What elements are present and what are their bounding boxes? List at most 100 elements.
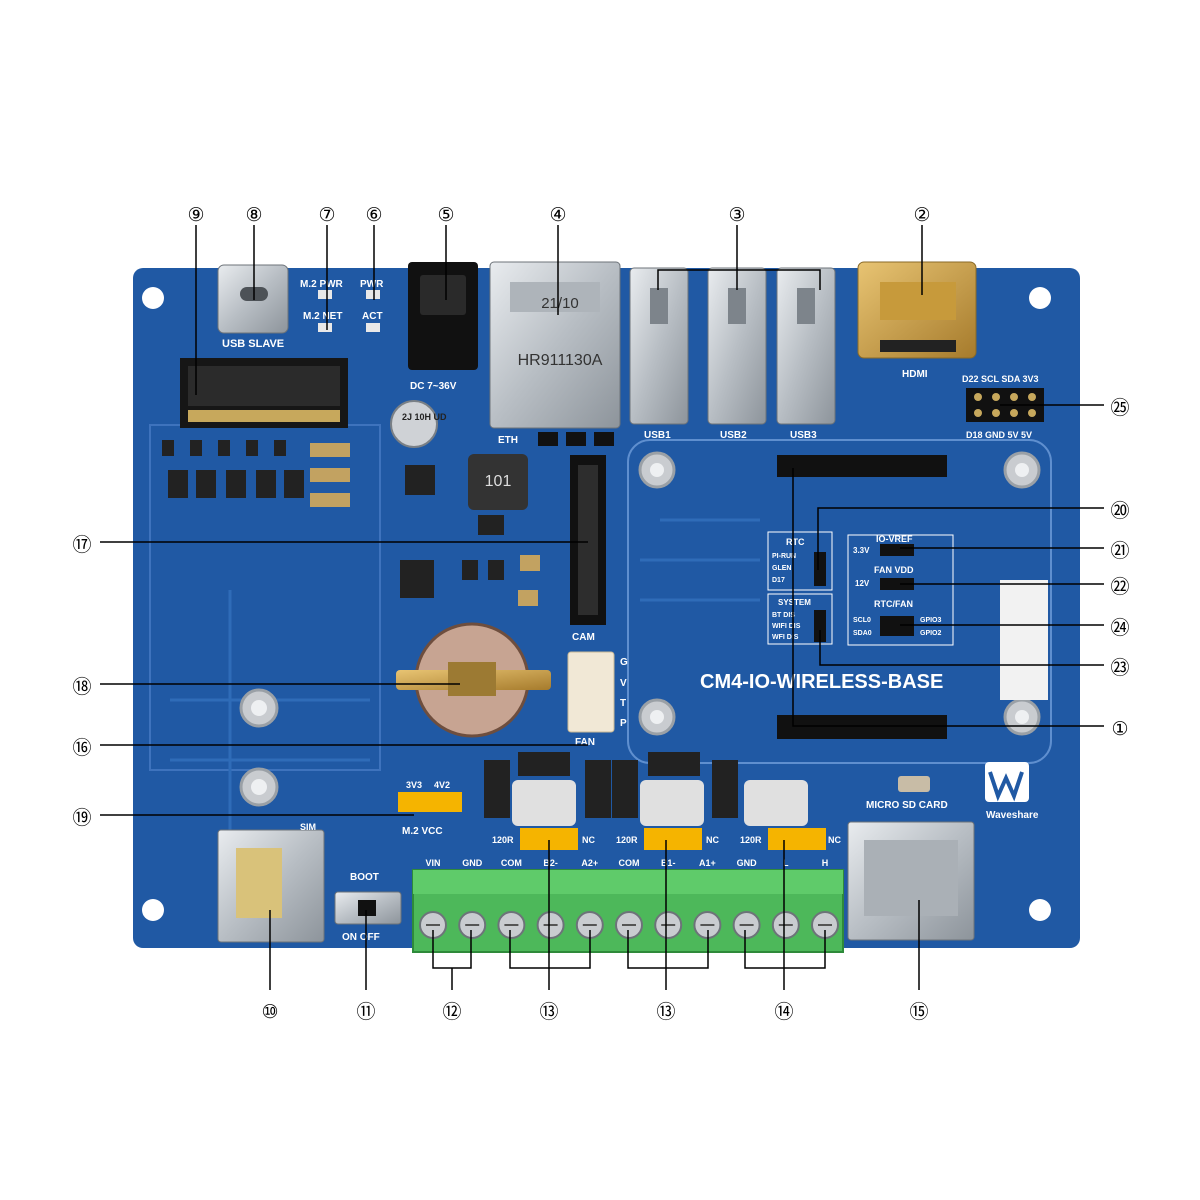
usb3-label: USB3 xyxy=(790,430,817,441)
callout-12: ⑫ xyxy=(442,1001,461,1023)
sim-label: SIM xyxy=(300,822,316,832)
callout-10: ⑩ xyxy=(261,1001,278,1023)
waveshare-text: Waveshare xyxy=(986,810,1039,821)
pcb-board xyxy=(133,268,1080,948)
callout-13b: ⑬ xyxy=(656,1001,675,1023)
callouts: ⑨ ⑧ ⑦ ⑥ ⑤ ④ ③ ② ㉕ ⑳ ㉑ ㉒ ㉔ ㉓ ① ⑰ ⑱ ⑯ ⑲ ⑩ … xyxy=(72,204,1129,1023)
terminal-label: COM xyxy=(619,858,640,868)
nc-label-1: NC xyxy=(582,835,595,845)
ethernet-port xyxy=(489,261,621,429)
waveshare-logo xyxy=(985,762,1029,802)
fan-vdd-label: FAN VDD xyxy=(874,565,914,575)
callout-11: ⑪ xyxy=(356,1001,375,1023)
usb2-label: USB2 xyxy=(720,430,747,441)
termination-jumpers xyxy=(520,828,826,850)
protection-components xyxy=(484,752,808,826)
m2-pwr-label: M.2 PWR xyxy=(300,279,344,290)
system-pin-2: WIFI DIS xyxy=(772,623,801,630)
callout-14: ⑭ xyxy=(774,1001,793,1023)
callout-21: ㉑ xyxy=(1110,540,1129,562)
terminal-label: A1+ xyxy=(699,858,716,868)
antenna-keepout xyxy=(1000,580,1048,700)
smd-components xyxy=(162,440,540,606)
rtc-label: RTC xyxy=(786,537,805,547)
fan-label: FAN xyxy=(575,737,595,748)
m2-vcc-jumper xyxy=(398,792,462,812)
inductor-label: 101 xyxy=(485,473,512,490)
fan-pin-g: G xyxy=(620,657,628,668)
fan-pin-v: V xyxy=(620,678,627,689)
v4v2-label: 4V2 xyxy=(434,780,450,790)
callout-5: ⑤ xyxy=(437,204,454,226)
micro-sd-label: MICRO SD CARD xyxy=(866,800,948,811)
boot-label: BOOT xyxy=(350,872,379,883)
callout-4: ④ xyxy=(549,204,566,226)
terminal-label: B1- xyxy=(661,858,676,868)
callout-9: ⑨ xyxy=(187,204,204,226)
callout-3: ③ xyxy=(728,204,745,226)
r120-label-2: 120R xyxy=(616,835,638,845)
hdmi-port xyxy=(857,261,977,359)
rj45-code: HR911130A xyxy=(518,352,603,369)
callout-16: ⑯ xyxy=(72,737,91,759)
scl0-label: SCL0 xyxy=(853,617,871,624)
usb1-label: USB1 xyxy=(644,430,671,441)
callout-13a: ⑬ xyxy=(539,1001,558,1023)
v12-label: 12V xyxy=(855,579,870,588)
callout-8: ⑧ xyxy=(245,204,262,226)
system-pin-1: BT DIS xyxy=(772,612,795,619)
fan-pin-t: T xyxy=(620,698,626,709)
camera-connector xyxy=(570,455,606,625)
gpio2-label: GPIO2 xyxy=(920,630,942,637)
rtc-jumper xyxy=(767,531,833,591)
usb-slave-label: USB SLAVE xyxy=(222,338,284,350)
sim-slot xyxy=(217,829,325,943)
eth-label: ETH xyxy=(498,435,518,446)
fan-pin-p: P xyxy=(620,718,627,729)
callout-25: ㉕ xyxy=(1110,397,1129,419)
usb-slave-connector xyxy=(217,264,289,334)
m2-vcc-label: M.2 VCC xyxy=(402,826,443,837)
mounting-holes xyxy=(142,287,1051,921)
m2-slot xyxy=(180,358,348,428)
nc-label-2: NC xyxy=(706,835,719,845)
usb-a-ports xyxy=(629,267,836,425)
act-label: ACT xyxy=(362,311,383,322)
v33-label: 3.3V xyxy=(853,546,870,555)
terminal-label: GND xyxy=(737,858,758,868)
rtc-fan-label: RTC/FAN xyxy=(874,599,913,609)
system-pin-3: WFI DIS xyxy=(772,634,799,641)
rtc-battery-holder xyxy=(396,622,551,738)
callout-7: ⑦ xyxy=(318,204,335,226)
terminal-label: H xyxy=(822,858,829,868)
hdmi-label: HDMI xyxy=(902,369,928,380)
fan-connector xyxy=(567,651,615,733)
header-bottom-label: D18 GND 5V 5V xyxy=(966,430,1032,440)
r120-label-1: 120R xyxy=(492,835,514,845)
io-vref-label: IO-VREF xyxy=(876,534,913,544)
callout-6: ⑥ xyxy=(365,204,382,226)
rtc-pin-2: GLEN xyxy=(772,565,791,572)
system-jumper xyxy=(767,593,833,645)
gpio3-label: GPIO3 xyxy=(920,617,942,624)
dc-in-label: DC 7~36V xyxy=(410,381,457,392)
electrolytic-capacitor xyxy=(390,400,438,448)
terminal-label: COM xyxy=(501,858,522,868)
callout-17: ⑰ xyxy=(72,534,91,556)
rtc-pin-3: D17 xyxy=(772,577,785,584)
callout-18: ⑱ xyxy=(72,676,91,698)
callout-24: ㉔ xyxy=(1110,617,1129,639)
callout-19: ⑲ xyxy=(72,807,91,829)
rj45-date: 21/10 xyxy=(541,295,579,312)
terminal-label: GND xyxy=(462,858,483,868)
m2-net-label: M.2 NET xyxy=(303,311,342,322)
status-led xyxy=(898,776,930,792)
callout-20: ⑳ xyxy=(1110,500,1129,522)
cap-label: 2J 10H UD xyxy=(402,412,447,422)
boot-switch xyxy=(334,891,402,925)
system-label: SYSTEM xyxy=(778,598,811,607)
pwr-label: PWR xyxy=(360,279,384,290)
terminal-screws xyxy=(419,911,839,939)
rtc-pin-1: PI-RUN xyxy=(772,553,796,560)
